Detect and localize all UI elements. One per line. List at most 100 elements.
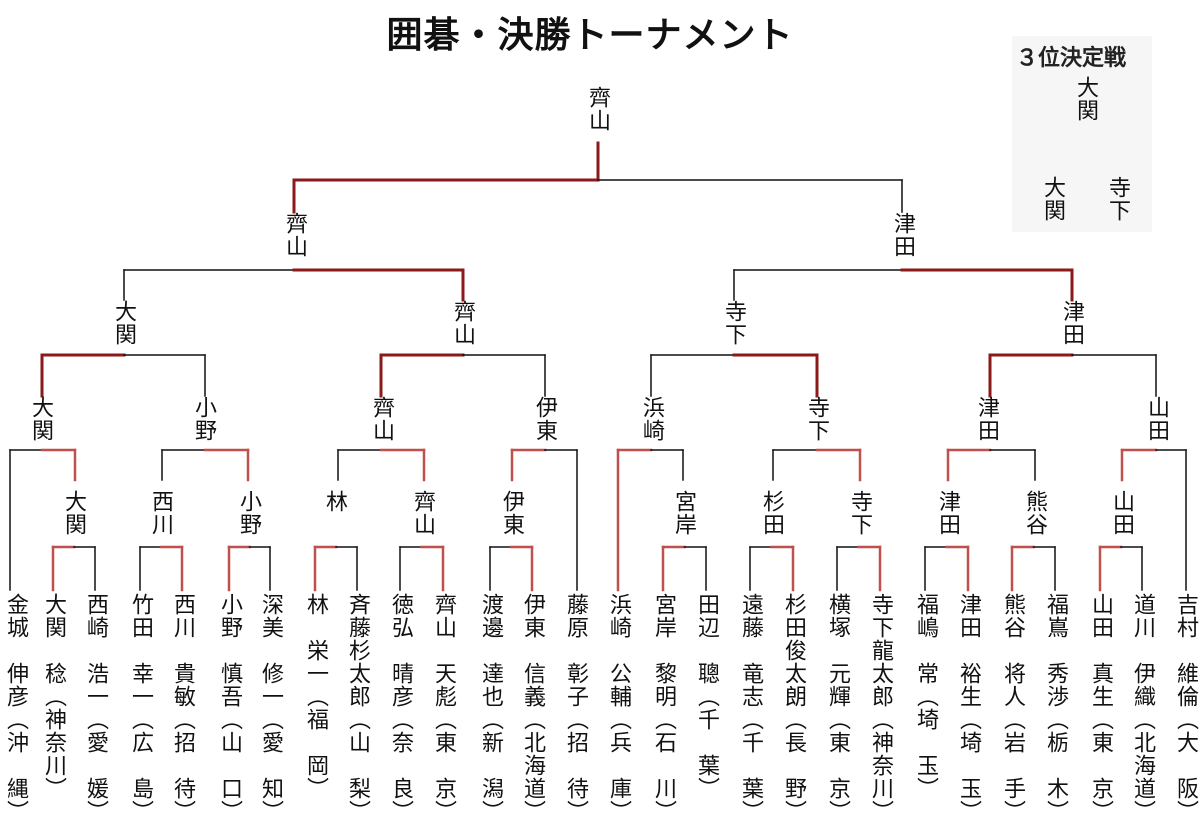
player-prefecture: （広 島） (128, 708, 153, 823)
player-entry: 山田 真生（東 京） (1088, 593, 1113, 828)
player-entry: 福嶌 秀渉（栃 木） (1043, 593, 1068, 828)
player-given-name: 維倫 (1173, 662, 1198, 708)
player-prefecture: （神奈川） (868, 708, 893, 823)
semi-2-left-label: 寺下 (721, 300, 746, 346)
player-given-name: 晴彦 (388, 662, 413, 708)
player-name: 道川 (1130, 593, 1155, 639)
player-entry: 小野 慎吾（山 口） (217, 593, 242, 828)
player-name: 津田 (956, 593, 981, 639)
player-entry: 齊山 天彪（東 京） (431, 593, 456, 828)
player-name: 大関 (41, 593, 66, 639)
player-name: 小野 (217, 593, 242, 639)
name-gap (738, 639, 763, 662)
player-given-name: 信義 (520, 662, 545, 708)
player-prefecture: （福 岡） (303, 685, 328, 800)
player-name: 林 (303, 593, 328, 616)
player-name: 浜崎 (606, 593, 631, 639)
player-name: 藤原 (563, 593, 588, 639)
third-place-left-label: 大関 (1040, 176, 1065, 222)
player-name: 田辺 (694, 593, 719, 639)
player-given-name: 稔 (41, 662, 66, 685)
player-name: 杉田俊太朗 (781, 593, 806, 708)
player-entry: 遠藤 竜志（千 葉） (738, 593, 763, 828)
name-gap (128, 639, 153, 662)
player-given-name: 常 (913, 662, 938, 685)
player-prefecture: （埼 玉） (956, 708, 981, 823)
player-entry: 斉藤杉太郎（山 梨） (345, 593, 370, 828)
player-name: 遠藤 (738, 593, 763, 639)
player-given-name: 貴敏 (170, 662, 195, 708)
player-name: 吉村 (1173, 593, 1198, 639)
player-entry: 浜崎 公輔（兵 庫） (606, 593, 631, 828)
player-entry: 田辺 聰（千 葉） (694, 593, 719, 828)
player-given-name: 竜志 (738, 662, 763, 708)
name-gap (1043, 639, 1068, 662)
player-prefecture: （東 京） (1088, 708, 1113, 823)
player-name: 徳弘 (388, 593, 413, 639)
player-entry: 西川 貴敏（招 待） (170, 593, 195, 828)
name-gap (913, 639, 938, 662)
player-given-name: 浩一 (83, 662, 108, 708)
player-entry: 林 栄一（福 岡） (303, 593, 328, 828)
player-given-name: 裕生 (956, 662, 981, 708)
player-name: 伊東 (520, 593, 545, 639)
player-given-name: 彰子 (563, 662, 588, 708)
r2-4-left-label: 伊東 (499, 490, 524, 536)
player-given-name: 元輝 (825, 662, 850, 708)
r2-7-left-label: 津田 (935, 490, 960, 536)
player-name: 渡邊 (478, 593, 503, 639)
player-prefecture: （新 潟） (478, 708, 503, 823)
third-place-title: ３位決定戦 (1016, 46, 1127, 71)
qf-3-left-label: 浜崎 (639, 396, 664, 442)
qf-1-left-label: 大関 (28, 396, 53, 442)
player-name: 齊山 (431, 593, 456, 639)
player-prefecture: （東 京） (825, 708, 850, 823)
page-title: 囲碁・決勝トーナメント (386, 15, 794, 56)
player-prefecture: （長 野） (781, 708, 806, 823)
qf-2-left-label: 齊山 (369, 396, 394, 442)
name-gap (83, 639, 108, 662)
player-entry: 寺下龍太郎（神奈川） (868, 593, 893, 828)
player-entry: 西崎 浩一（愛 媛） (83, 593, 108, 828)
name-gap (303, 616, 328, 639)
player-prefecture: （愛 媛） (83, 708, 108, 823)
qf-2-right-label: 伊東 (532, 396, 557, 442)
player-entry: 深美 修一（愛 知） (258, 593, 283, 828)
player-given-name: 達也 (478, 662, 503, 708)
player-entry: 横塚 元輝（東 京） (825, 593, 850, 828)
r2-6-left-label: 杉田 (759, 490, 784, 536)
name-gap (563, 639, 588, 662)
player-given-name: 公輔 (606, 662, 631, 708)
qf-1-right-label: 小野 (191, 396, 216, 442)
final-right-label: 津田 (890, 212, 915, 258)
qf-4-right-label: 山田 (1144, 396, 1169, 442)
r2-3-right-label: 齊山 (410, 490, 435, 536)
player-prefecture: （兵 庫） (606, 708, 631, 823)
player-name: 山田 (1088, 593, 1113, 639)
player-prefecture: （神奈川） (41, 685, 66, 800)
player-prefecture: （岩 手） (1000, 708, 1025, 823)
name-gap (170, 639, 195, 662)
r2-8-left-label: 山田 (1109, 490, 1134, 536)
player-name: 寺下龍太郎 (868, 593, 893, 708)
r2-2-left-label: 西川 (148, 490, 173, 536)
name-gap (431, 639, 456, 662)
player-given-name: 幸一 (128, 662, 153, 708)
player-entry: 宮岸 黎明（石 川） (651, 593, 676, 828)
player-prefecture: （奈 良） (388, 708, 413, 823)
semi-1-right-label: 齊山 (450, 300, 475, 346)
name-gap (1173, 639, 1198, 662)
name-gap (1130, 639, 1155, 662)
player-given-name: 栄一 (303, 639, 328, 685)
r2-3-left-label: 林 (322, 490, 347, 513)
player-name: 金城 (3, 593, 28, 639)
champion-label: 齊山 (585, 86, 610, 132)
player-prefecture: （招 待） (170, 708, 195, 823)
player-entry: 藤原 彰子（招 待） (563, 593, 588, 828)
name-gap (478, 639, 503, 662)
r2-5-right-label: 宮岸 (671, 490, 696, 536)
name-gap (3, 639, 28, 662)
player-prefecture: （千 葉） (694, 685, 719, 800)
player-prefecture: （埼 玉） (913, 685, 938, 800)
player-prefecture: （山 口） (217, 708, 242, 823)
